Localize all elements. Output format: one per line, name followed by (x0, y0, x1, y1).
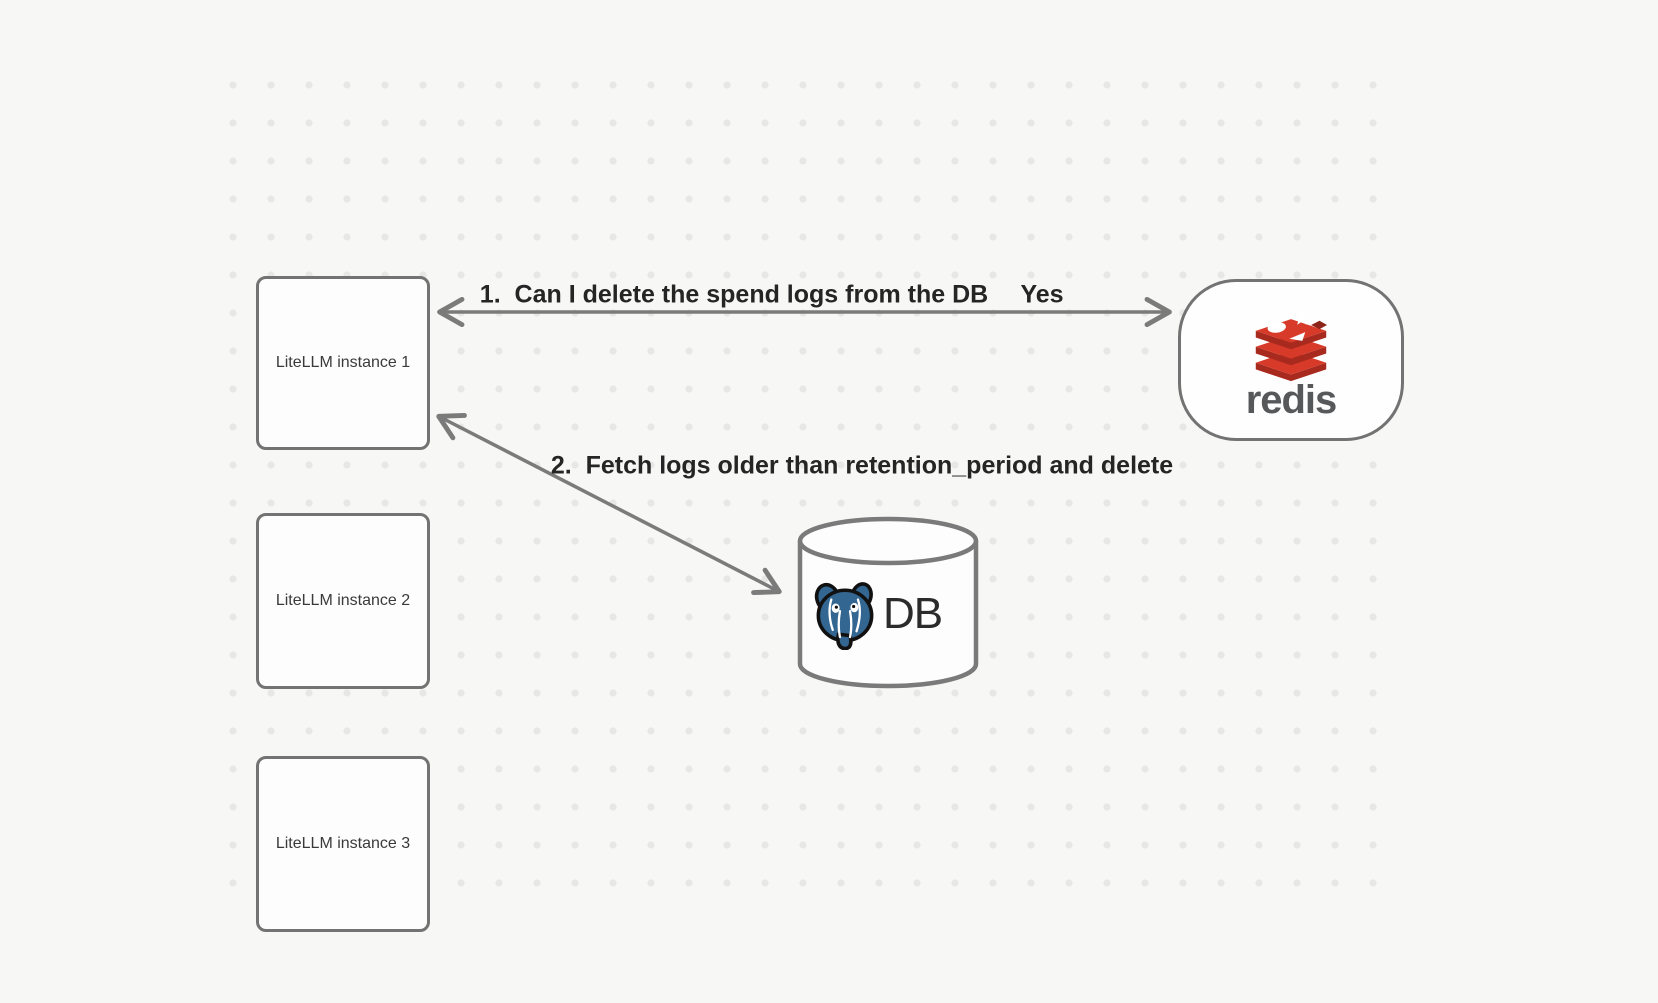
edge-label-yes[interactable]: Yes (1020, 280, 1064, 309)
node-litellm-instance-1[interactable]: LiteLLM instance 1 (256, 276, 430, 450)
node-redis[interactable]: redis (1178, 279, 1404, 441)
db-node-label: DB (883, 589, 943, 638)
redis-logo-icon (1255, 310, 1328, 382)
postgresql-elephant-icon (814, 582, 874, 650)
edge-label-can-i-delete[interactable]: 1. Can I delete the spend logs from the … (479, 280, 989, 309)
redis-wordmark: redis (1245, 378, 1338, 422)
node-litellm-instance-2-label: LiteLLM instance 2 (275, 592, 411, 609)
db-node-content: DB (809, 578, 943, 650)
node-litellm-instance-2[interactable]: LiteLLM instance 2 (256, 513, 430, 689)
edge-label-fetch-logs[interactable]: 2. Fetch logs older than retention_perio… (550, 451, 1174, 480)
node-litellm-instance-3[interactable]: LiteLLM instance 3 (256, 756, 430, 932)
node-litellm-instance-3-label: LiteLLM instance 3 (275, 835, 411, 852)
node-litellm-instance-1-label: LiteLLM instance 1 (275, 354, 411, 371)
